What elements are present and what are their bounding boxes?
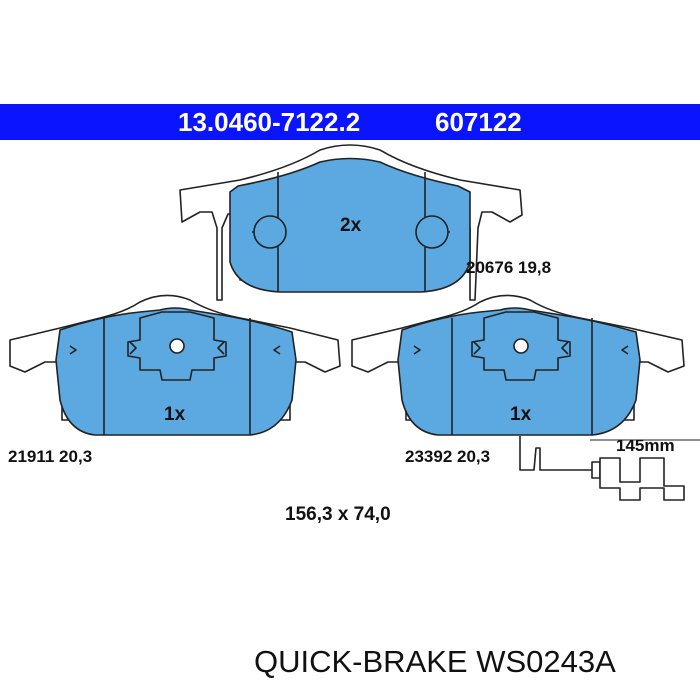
wear-sensor-wire (519, 436, 592, 471)
part-number: 13.0460-7122.2 (178, 107, 361, 137)
header-bar: 13.0460-7122.2 607122 (0, 104, 700, 140)
dimensions: 156,3 x 74,0 (285, 504, 391, 525)
pad-left (9, 294, 341, 436)
pad-top-spec: 20676 19,8 (466, 258, 552, 277)
pad-top (179, 144, 523, 301)
wear-sensor-length: 145mm (616, 436, 675, 455)
pad-right-spec: 23392 20,3 (405, 447, 491, 466)
pad-left-spec: 21911 20,3 (8, 447, 93, 466)
pad-left-quantity: 1x (164, 404, 186, 425)
pad-top-quantity: 2x (340, 215, 362, 236)
footer-brand-code: QUICK-BRAKE WS0243A (254, 644, 616, 679)
pad-top-friction (229, 157, 471, 293)
wear-sensor-connector (599, 457, 685, 501)
reference-number: 607122 (435, 107, 522, 137)
pad-right (351, 294, 700, 501)
pad-right-quantity: 1x (510, 404, 532, 425)
